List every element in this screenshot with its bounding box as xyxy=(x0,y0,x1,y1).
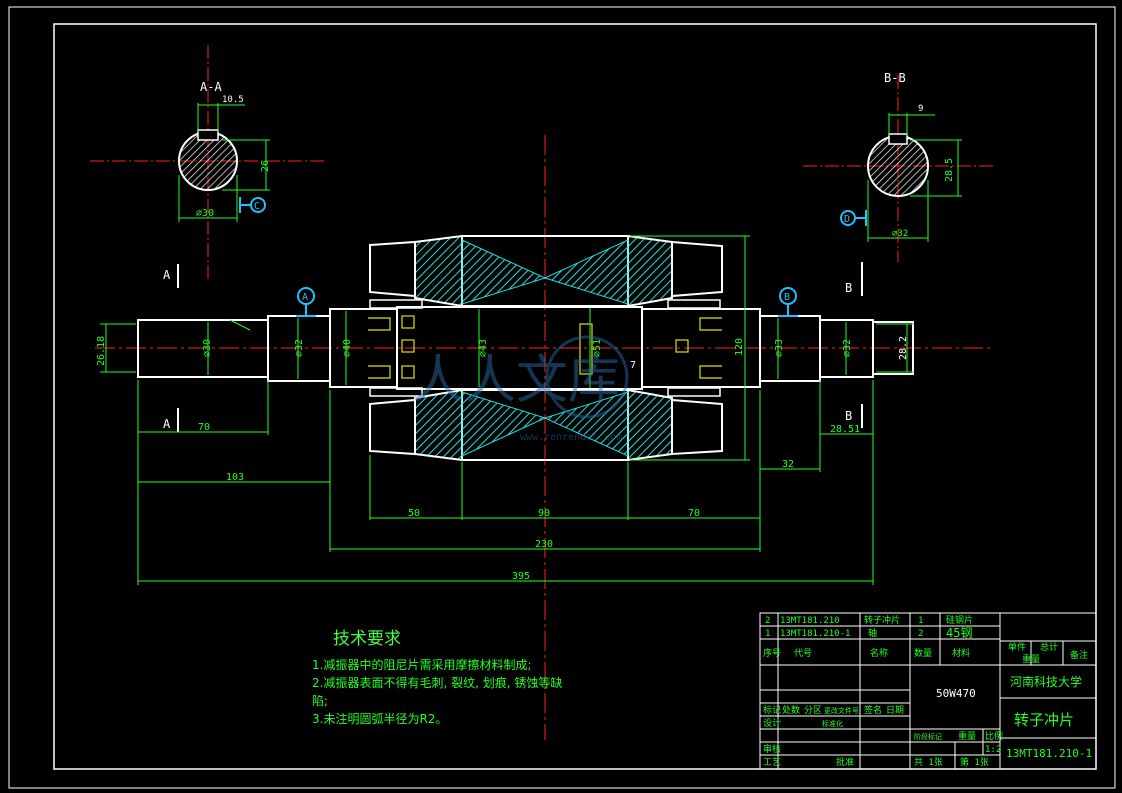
lbl-zone: 分区 xyxy=(804,705,822,716)
hdr-material: 材料 xyxy=(952,647,970,659)
len-50: 50 xyxy=(408,508,420,519)
material-spec: 50W470 xyxy=(936,687,976,700)
tech-note-2: 2.减振器表面不得有毛刺, 裂纹, 划痕, 锈蚀等缺 xyxy=(312,676,563,690)
inner-frame xyxy=(53,23,1097,770)
datum-left: A xyxy=(302,292,308,303)
lbl-sign: 签名 xyxy=(864,704,882,716)
aa-label: A-A xyxy=(200,80,222,94)
aa-datum: C xyxy=(254,201,260,212)
lbl-stage: 阶段标记 xyxy=(914,732,942,741)
row1-no: 1 xyxy=(765,629,770,639)
school: 河南科技大学 xyxy=(1010,674,1082,689)
rotor-lower xyxy=(369,387,723,462)
lbl-check: 审核 xyxy=(763,743,781,755)
len-230: 230 xyxy=(535,539,553,550)
drawing-number: 13MT181.210-1 xyxy=(1006,747,1092,760)
dim-left-height: 26.18 xyxy=(96,336,107,366)
hdr-total: 总计 xyxy=(1040,641,1058,653)
row1-code: 13MT181.210-1 xyxy=(780,629,850,639)
hdr-remark: 备注 xyxy=(1070,649,1088,661)
aa-keyway-dim: 10.5 xyxy=(222,95,244,105)
dim-gap: 7 xyxy=(630,360,636,371)
row1-name: 轴 xyxy=(868,627,877,639)
row2-name: 转子冲片 xyxy=(864,614,900,626)
tech-note-1: 1.减振器中的阻尼片需采用摩擦材料制成; xyxy=(312,658,532,672)
bb-keyway-dim: 9 xyxy=(918,104,923,114)
lbl-date: 日期 xyxy=(886,705,904,716)
section-markers: A A B B xyxy=(163,262,863,432)
row2-no: 2 xyxy=(765,616,770,626)
watermark-url: www.renrendoc.com xyxy=(520,432,622,443)
tech-notes-title: 技术要求 xyxy=(333,629,401,649)
dim-rotor-od: 120 xyxy=(734,338,745,356)
hdr-single: 单件 xyxy=(1008,641,1026,653)
marker-a-bottom: A xyxy=(163,417,171,431)
hdr-qty: 数量 xyxy=(914,647,932,659)
bb-depth-dim: 28.5 xyxy=(944,158,955,182)
dia-rotor-bore: ⌀51 xyxy=(592,339,603,357)
rotor-upper xyxy=(369,234,723,309)
diameter-dimensions: ⌀30 ⌀32 ⌀40 ⌀43 ⌀51 7 ⌀33 ⌀32 26.18 28.2 xyxy=(96,235,914,461)
dia-left-collar: ⌀40 xyxy=(342,339,353,357)
watermark: 人人文库 www.renrendoc.com xyxy=(412,335,629,443)
watermark-text: 人人文库 xyxy=(412,351,620,411)
section-view-aa: A-A 10.5 26 ⌀30 C xyxy=(90,45,325,282)
scale: 1:2 xyxy=(985,745,1001,755)
datum-flags: A B xyxy=(296,287,798,317)
bb-label: B-B xyxy=(884,71,906,85)
dia-center-shaft: ⌀43 xyxy=(478,339,489,357)
row1-qty: 2 xyxy=(918,629,923,639)
sheet-no: 第 1张 xyxy=(960,756,989,768)
len-90: 90 xyxy=(538,508,550,519)
part-name: 转子冲片 xyxy=(1014,711,1074,729)
marker-b-top: B xyxy=(845,281,852,295)
dim-right-height: 28.2 xyxy=(898,336,909,360)
marker-a-top: A xyxy=(163,268,171,282)
dia-right-end: ⌀32 xyxy=(842,339,853,357)
tech-note-3: 3.未注明圆弧半径为R2。 xyxy=(312,712,448,726)
dia-left-bearing: ⌀32 xyxy=(294,339,305,357)
bb-datum: D xyxy=(844,214,850,225)
title-block xyxy=(759,612,1097,770)
lbl-process: 工艺 xyxy=(763,757,781,768)
lbl-count: 处数 xyxy=(782,704,800,716)
len-103: 103 xyxy=(226,472,244,483)
section-view-bb: B-B 9 28.5 ⌀32 D xyxy=(803,71,995,262)
tech-note-2-cont: 陷; xyxy=(312,694,329,708)
hdr-seq: 序号 xyxy=(763,647,781,659)
aa-diameter-dim: ⌀30 xyxy=(196,208,214,219)
hdr-weight: 重量 xyxy=(1022,653,1040,665)
aa-depth-dim: 26 xyxy=(260,160,271,172)
len-70-right: 70 xyxy=(688,508,700,519)
lbl-mark: 标记 xyxy=(763,704,781,716)
row2-code: 13MT181.210 xyxy=(780,616,840,626)
dia-left-end: ⌀30 xyxy=(202,339,213,357)
lbl-approve: 批准 xyxy=(836,756,854,768)
hdr-code: 代号 xyxy=(794,648,812,659)
row1-material: 45钢 xyxy=(946,626,972,640)
lbl-weight: 重量 xyxy=(958,730,976,742)
dia-right-bearing: ⌀33 xyxy=(774,339,785,357)
len-32: 32 xyxy=(782,459,794,470)
row2-material: 硅钢片 xyxy=(946,614,973,626)
outer-frame xyxy=(8,6,1116,789)
bb-diameter-dim: ⌀32 xyxy=(892,229,908,239)
lbl-design: 设计 xyxy=(763,717,781,729)
len-70-left: 70 xyxy=(198,422,210,433)
damper-bolts xyxy=(368,315,722,379)
lbl-change: 更改文件号 xyxy=(824,706,859,715)
len-28-51: 28.51 xyxy=(830,424,860,435)
datum-right: B xyxy=(784,292,790,303)
lbl-ratio: 比例 xyxy=(985,730,1003,742)
marker-b-bottom: B xyxy=(845,409,852,423)
hdr-name: 名称 xyxy=(870,647,888,659)
sheet-total: 共 1张 xyxy=(914,757,943,768)
len-395: 395 xyxy=(512,571,530,582)
row2-qty: 1 xyxy=(918,616,923,626)
title-block-text: 2 13MT181.210 转子冲片 1 硅钢片 1 13MT181.210-1… xyxy=(763,614,1092,768)
main-view: A B ⌀30 ⌀32 ⌀40 ⌀43 ⌀51 7 ⌀33 ⌀32 xyxy=(95,135,992,740)
lbl-standard: 标准化 xyxy=(822,719,843,728)
length-dimensions: 70 103 28.51 32 50 90 70 230 395 xyxy=(137,380,874,585)
